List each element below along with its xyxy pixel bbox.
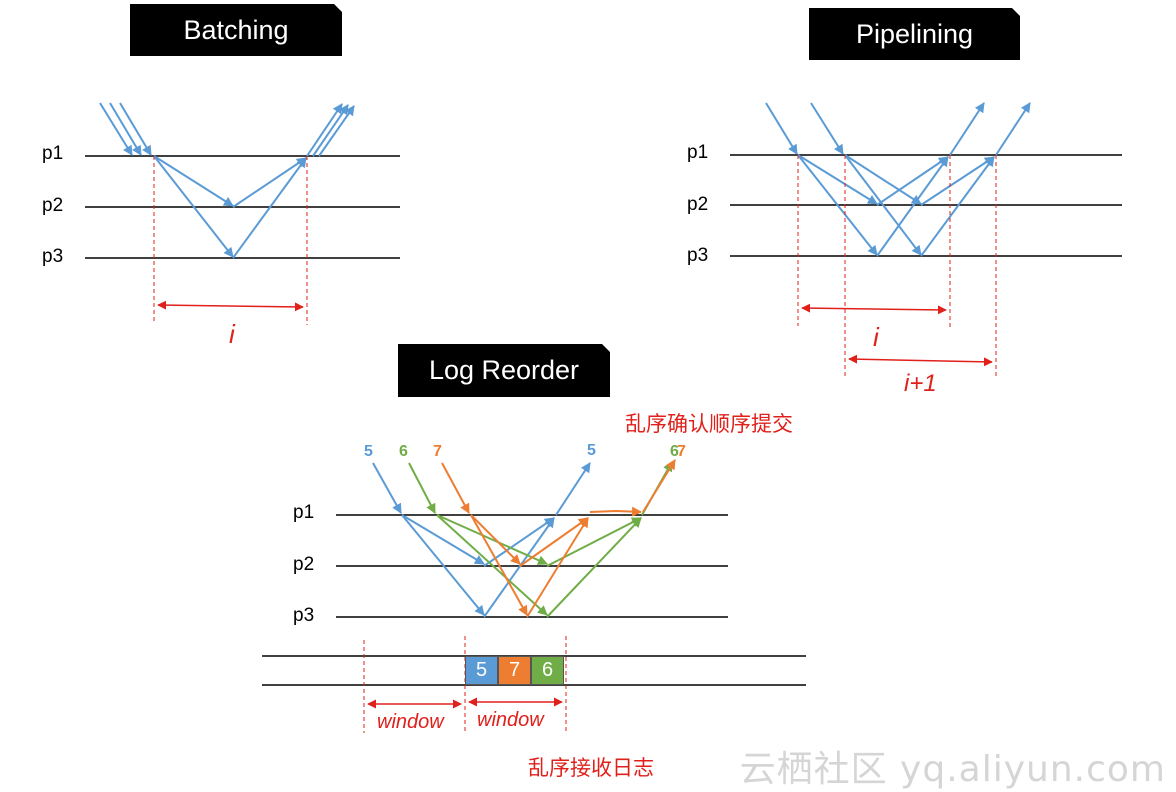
pipe-out-2 — [995, 102, 1031, 156]
batching-label-p2: p2 — [42, 195, 64, 216]
log-slot-6: 6 — [531, 656, 564, 685]
msg-out-6: 6 — [670, 443, 679, 460]
pipe-in-2 — [810, 102, 844, 155]
pipe-a-ack-p3 — [876, 156, 949, 257]
batch-in-2 — [109, 102, 142, 156]
pipe-b-ack-p3 — [920, 156, 995, 257]
batch-interval-arrow — [157, 300, 304, 312]
batch-ack-p3 — [232, 157, 307, 259]
batch-to-p2 — [153, 155, 234, 207]
batch-out-3 — [318, 105, 355, 157]
pipe-a-to-p3 — [797, 154, 878, 256]
reorder-label-p1: p1 — [293, 502, 315, 523]
batch-out-2 — [312, 104, 349, 157]
pipe-in-1 — [765, 102, 798, 155]
batching-diagram — [85, 102, 400, 325]
pipe-interval-i1-arrow — [848, 354, 993, 367]
reorder-label-p3: p3 — [293, 605, 315, 626]
msg-out-7: 7 — [677, 443, 686, 460]
batch-out-1 — [306, 103, 343, 157]
msg-in-7: 7 — [433, 443, 442, 460]
pipelining-label-p1: p1 — [687, 142, 709, 163]
pipelining-interval-i-label: i — [873, 322, 879, 352]
pipelining-diagram — [730, 102, 1122, 378]
pipelining-title: Pipelining — [809, 8, 1020, 60]
window-right-label: window — [477, 709, 544, 731]
pipe-b-ack-p2 — [920, 156, 995, 206]
batch-to-p3 — [153, 155, 234, 258]
batching-label-p3: p3 — [42, 246, 64, 267]
reorder-label-p2: p2 — [293, 554, 315, 575]
pipe-b-to-p2 — [844, 154, 922, 205]
pipe-a-ack-p2 — [876, 156, 949, 206]
log-slot-7: 7 — [498, 656, 531, 685]
pipe-interval-i-arrow — [801, 303, 947, 315]
batching-label-p1: p1 — [42, 143, 64, 164]
log-reorder-diagram — [262, 459, 806, 733]
pipe-a-to-p2 — [797, 154, 878, 205]
msg-out-5: 5 — [587, 442, 596, 459]
msg-in-6: 6 — [399, 443, 408, 460]
log-slot-5: 5 — [465, 656, 498, 685]
log-reorder-title: Log Reorder — [398, 344, 610, 397]
window-left-label: window — [377, 711, 444, 733]
pipelining-interval-i1-label: i+1 — [904, 370, 937, 397]
out-of-order-receive-note: 乱序接收日志 — [528, 756, 654, 780]
pipe-out-1 — [949, 102, 985, 156]
msg-in-5: 5 — [364, 443, 373, 460]
batching-title: Batching — [130, 4, 342, 56]
batch-ack-p2 — [232, 157, 307, 208]
pipelining-label-p3: p3 — [687, 245, 709, 266]
batching-interval-label: i — [229, 319, 235, 349]
msg-7-arrows — [441, 459, 676, 618]
pipe-b-to-p3 — [844, 154, 922, 256]
pipelining-label-p2: p2 — [687, 194, 709, 215]
out-of-order-commit-note: 乱序确认顺序提交 — [625, 412, 793, 436]
batch-in-1 — [99, 102, 133, 156]
watermark: 云栖社区 yq.aliyun.com — [739, 749, 1166, 790]
batch-in-3 — [119, 102, 152, 156]
